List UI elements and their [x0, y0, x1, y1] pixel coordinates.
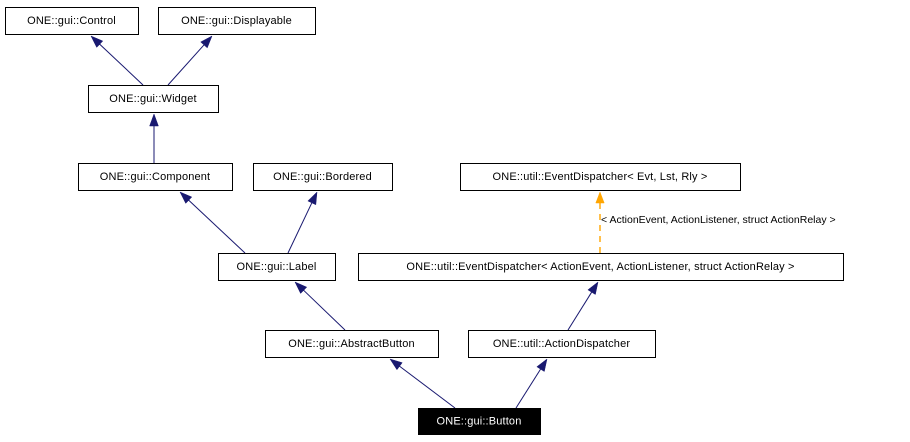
class-box[interactable]	[253, 163, 393, 191]
class-node-actiondispatcher[interactable]: ONE::util::ActionDispatcher	[468, 330, 656, 358]
class-name-label: ONE::util::EventDispatcher< ActionEvent,…	[406, 261, 794, 273]
edge-arrowhead	[90, 35, 104, 48]
class-box[interactable]	[358, 253, 844, 281]
class-box[interactable]	[468, 330, 656, 358]
class-node-component[interactable]: ONE::gui::Component	[78, 163, 233, 191]
class-name-label: ONE::gui::AbstractButton	[288, 338, 415, 350]
edge-label-bordered	[287, 191, 318, 254]
class-node-control[interactable]: ONE::gui::Control	[5, 7, 139, 35]
edge-line	[287, 202, 313, 254]
class-box[interactable]	[460, 163, 741, 191]
edge-widget-displayable	[167, 35, 213, 86]
class-node-label[interactable]: ONE::gui::Label	[218, 253, 336, 281]
edge-line	[99, 43, 144, 86]
class-box[interactable]	[78, 163, 233, 191]
class-name-label: ONE::gui::Widget	[109, 93, 196, 105]
edge-arrowhead	[200, 35, 213, 49]
edge-instance-of-template	[595, 191, 605, 253]
edge-button-abstractbutton	[389, 358, 456, 409]
class-name-label: ONE::util::ActionDispatcher	[493, 338, 631, 350]
edge-arrowhead	[307, 191, 318, 206]
class-box[interactable]	[418, 408, 541, 435]
edge-button-actiondispatcher	[515, 358, 548, 409]
edge-line	[167, 44, 205, 86]
class-node-abstractbutton[interactable]: ONE::gui::AbstractButton	[265, 330, 439, 358]
class-node-displayable[interactable]: ONE::gui::Displayable	[158, 7, 316, 35]
edge-line	[567, 291, 593, 331]
edge-actiondispatcher-eventdispatcher	[567, 281, 599, 331]
edge-arrowhead	[536, 358, 548, 372]
edge-arrowhead	[587, 281, 599, 295]
class-name-label: ONE::gui::Control	[27, 15, 116, 27]
class-name-label: ONE::gui::Button	[437, 415, 522, 427]
class-node-bordered[interactable]: ONE::gui::Bordered	[253, 163, 393, 191]
edge-note-instance-of-template: < ActionEvent, ActionListener, struct Ac…	[601, 214, 836, 226]
edge-label-component	[179, 191, 246, 254]
edge-component-widget	[149, 113, 159, 163]
edges-layer	[90, 35, 605, 409]
class-node-eventdispatcher-template[interactable]: ONE::util::EventDispatcher< Evt, Lst, Rl…	[460, 163, 741, 191]
edge-abstractbutton-label	[294, 281, 346, 331]
class-name-label: ONE::gui::Bordered	[273, 171, 372, 183]
class-node-eventdispatcher-instance[interactable]: ONE::util::EventDispatcher< ActionEvent,…	[358, 253, 844, 281]
class-box[interactable]	[158, 7, 316, 35]
edge-line	[188, 199, 246, 254]
class-name-label: ONE::util::EventDispatcher< Evt, Lst, Rl…	[493, 171, 708, 183]
class-name-label: ONE::gui::Component	[100, 171, 210, 183]
class-node-widget[interactable]: ONE::gui::Widget	[88, 85, 219, 113]
edge-arrowhead	[294, 281, 308, 294]
class-box[interactable]	[88, 85, 219, 113]
edge-arrowhead	[595, 191, 605, 204]
class-box[interactable]	[265, 330, 439, 358]
class-node-button[interactable]: ONE::gui::Button	[418, 408, 541, 435]
edge-line	[303, 289, 346, 331]
nodes-layer: ONE::gui::Control ONE::gui::DisplayableON…	[5, 7, 844, 435]
edge-line	[399, 365, 456, 409]
edge-line	[515, 368, 542, 409]
class-box[interactable]	[218, 253, 336, 281]
edge-arrowhead	[179, 191, 193, 204]
edge-arrowhead	[389, 358, 403, 371]
edge-widget-control	[90, 35, 144, 86]
class-name-label: ONE::gui::Displayable	[181, 15, 292, 27]
class-name-label: ONE::gui::Label	[237, 261, 317, 273]
edge-arrowhead	[149, 113, 159, 127]
notes-layer: < ActionEvent, ActionListener, struct Ac…	[601, 214, 836, 226]
class-box[interactable]	[5, 7, 139, 35]
